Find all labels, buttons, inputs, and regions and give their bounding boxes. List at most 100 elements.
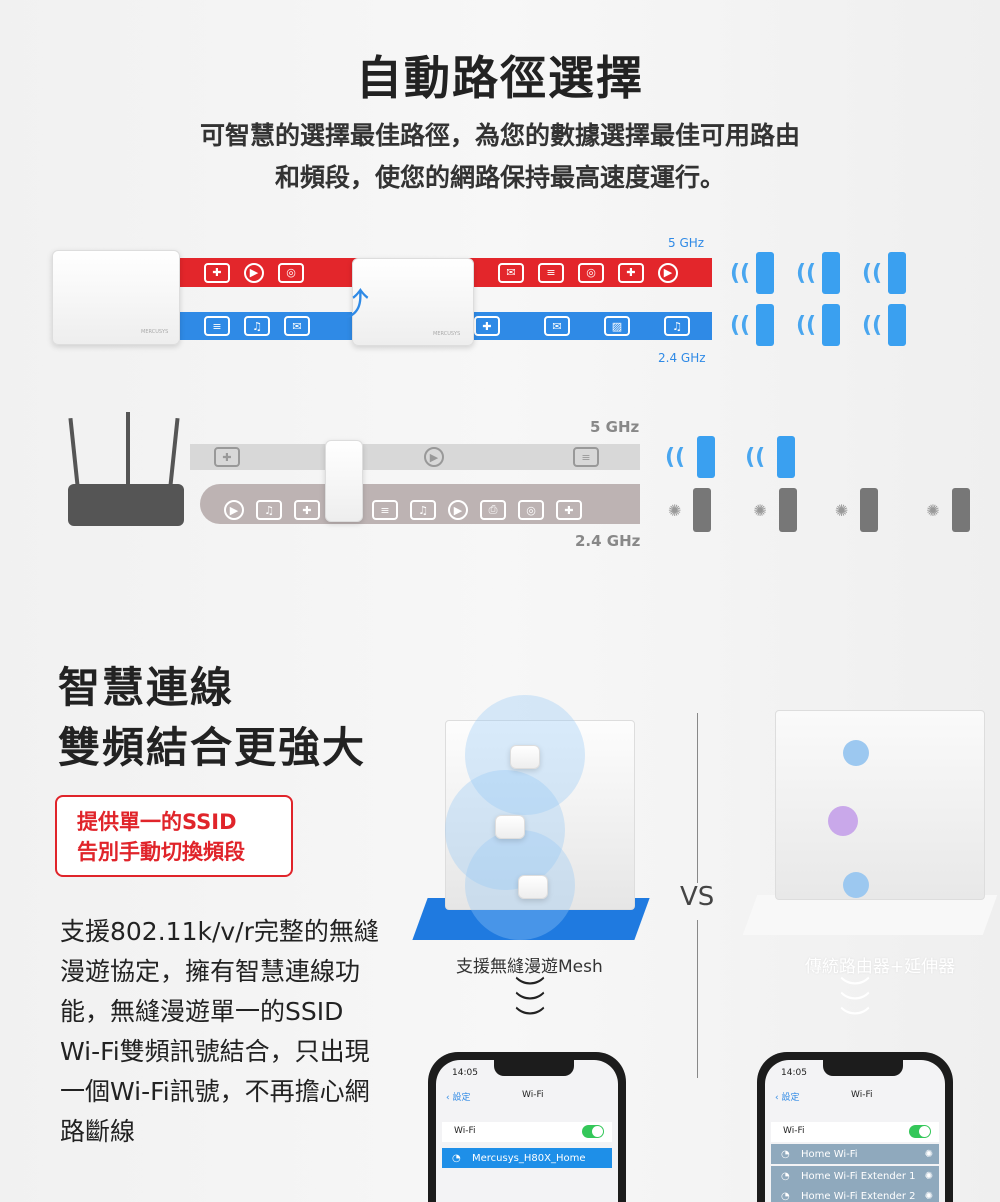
loading-icon: ✺	[834, 500, 849, 520]
divider	[697, 713, 698, 883]
label-24ghz: 2.4 GHz	[575, 532, 641, 550]
phone-left: 14:05 ‹ 設定 Wi-Fi Wi-Fi ◔ Mercusys_H80X_Ho…	[428, 1052, 626, 1202]
band-5ghz-grey	[190, 444, 640, 470]
phone-icon	[697, 436, 716, 478]
wifi-icon: ◔	[781, 1190, 790, 1202]
section-heading-1: 智慧連線	[58, 663, 235, 712]
camera-icon: ◎	[578, 262, 604, 283]
phone-icon	[860, 488, 879, 532]
router	[68, 484, 184, 526]
game-icon: ✚	[294, 500, 320, 520]
network-name: Mercusys_H80X_Home	[472, 1152, 586, 1164]
mail-icon: ✉	[498, 262, 524, 283]
loading-icon: ✺	[926, 500, 940, 520]
network-name: Home Wi-Fi Extender 1	[801, 1170, 916, 1182]
signal-waves-icon: ︶︶︶	[515, 975, 545, 1040]
play-icon: ▶	[424, 447, 444, 467]
band-24ghz-icons: ▶♫✚≡♫▶⎙◎✚	[200, 496, 640, 524]
music-icon: ♫	[244, 316, 270, 336]
mesh-node	[510, 745, 540, 769]
page-title: 自動路徑選擇	[356, 51, 644, 105]
phone-icon	[756, 304, 775, 346]
play-icon: ▶	[224, 500, 244, 520]
extender-node	[828, 806, 858, 836]
notch	[823, 1060, 903, 1076]
network-row[interactable]: ◔Home Wi-Fi Extender 1✺	[771, 1166, 939, 1186]
mesh-node-2: MERCUSYS	[352, 258, 474, 346]
traditional-house	[775, 710, 985, 900]
phone-icon	[888, 252, 907, 294]
screen-title: Wi-Fi	[851, 1090, 873, 1100]
wifi-toggle-row: Wi-Fi	[771, 1122, 939, 1142]
phone-icon	[693, 488, 712, 532]
router-node	[843, 740, 869, 766]
loading-icon: ✺	[753, 500, 767, 520]
network-row[interactable]: ◔ Home Wi-Fi ✺	[771, 1144, 939, 1164]
mesh-node	[495, 815, 525, 839]
network-name: Home Wi-Fi	[801, 1148, 858, 1160]
screen-title: Wi-Fi	[522, 1090, 544, 1100]
mail-icon: ✉	[284, 316, 310, 336]
game-icon: ✚	[556, 500, 582, 520]
callout-line-2: 告別手動切換頻段	[77, 840, 245, 864]
subtitle-line-2: 和頻段，使您的網路保持最高速度運行。	[274, 163, 725, 192]
label-24ghz: 2.4 GHz	[658, 351, 706, 365]
band-24ghz-grey	[200, 484, 640, 524]
signal-icon: ((	[730, 260, 751, 286]
camera-icon: ◎	[518, 500, 544, 520]
phone-icon	[888, 304, 907, 346]
label-5ghz: 5 GHz	[590, 418, 640, 436]
printer-icon: ⎙	[480, 500, 506, 520]
game-icon: ✚	[204, 262, 230, 283]
game-icon: ✚	[618, 262, 644, 283]
loading-icon: ✺	[924, 1170, 933, 1182]
network-name: Home Wi-Fi Extender 2	[801, 1190, 916, 1202]
wifi-label: Wi-Fi	[454, 1126, 476, 1136]
network-row[interactable]: ◔ Home Wi-Fi Extender 2 ✺	[771, 1186, 939, 1202]
play-icon: ▶	[448, 500, 468, 520]
section-heading-2: 雙頻結合更強大	[58, 723, 367, 772]
network-row[interactable]: ◔ Mercusys_H80X_Home	[442, 1148, 612, 1168]
signal-icon: ((	[730, 312, 751, 338]
device-row-24ghz: ✺ ✺ ✺ ✺	[668, 488, 970, 532]
music-icon: ♫	[664, 316, 690, 336]
mail-icon: ✉	[544, 316, 570, 336]
phone-right: 14:05 ‹ 設定 Wi-Fi Wi-Fi ◔Home Wi-Fi✺ ◔Hom…	[757, 1052, 953, 1202]
arrow-icon: ⤴	[335, 286, 369, 326]
antenna	[168, 417, 180, 487]
music-icon: ♫	[256, 500, 282, 520]
range-extender	[325, 440, 363, 522]
doc-icon: ≡	[573, 447, 599, 467]
back-label: 設定	[781, 1093, 800, 1103]
phone-icon	[822, 252, 841, 294]
status-time: 14:05	[452, 1068, 478, 1078]
brand-label: MERCUSYS	[141, 329, 169, 335]
brand-label: MERCUSYS	[433, 331, 461, 337]
notch	[494, 1060, 574, 1076]
traditional-caption: 傳統路由器+延伸器	[804, 957, 956, 977]
mesh-caption: 支援無縫漫遊Mesh	[456, 957, 603, 977]
back-button[interactable]: ‹ 設定	[775, 1093, 800, 1103]
back-button[interactable]: ‹ 設定	[446, 1093, 471, 1103]
doc-icon: ≡	[372, 500, 398, 520]
label-5ghz: 5 GHz	[668, 236, 705, 250]
wifi-icon: ◔	[452, 1152, 461, 1164]
camera-icon: ◎	[278, 262, 304, 283]
phone-icon	[777, 436, 796, 478]
game-icon: ✚	[214, 447, 240, 467]
device-grid-1: (( (( (( (( (( ((	[730, 252, 928, 346]
loading-icon: ✺	[924, 1190, 933, 1202]
doc-icon: ≡	[538, 262, 564, 283]
wifi-toggle-row: Wi-Fi	[442, 1122, 612, 1142]
wifi-toggle[interactable]	[909, 1125, 931, 1138]
wifi-toggle[interactable]	[582, 1125, 604, 1138]
vs-label: VS	[680, 882, 715, 912]
wifi-icon: ◔	[781, 1148, 790, 1160]
callout-line-1: 提供單一的SSID	[77, 810, 237, 834]
loading-icon: ✺	[924, 1148, 933, 1160]
signal-icon: ((	[665, 444, 686, 470]
signal-icon: ((	[745, 444, 766, 470]
mesh-node-1: MERCUSYS	[52, 250, 180, 345]
callout-box: 提供單一的SSID 告別手動切換頻段	[55, 795, 293, 877]
signal-icon: ((	[862, 260, 883, 286]
